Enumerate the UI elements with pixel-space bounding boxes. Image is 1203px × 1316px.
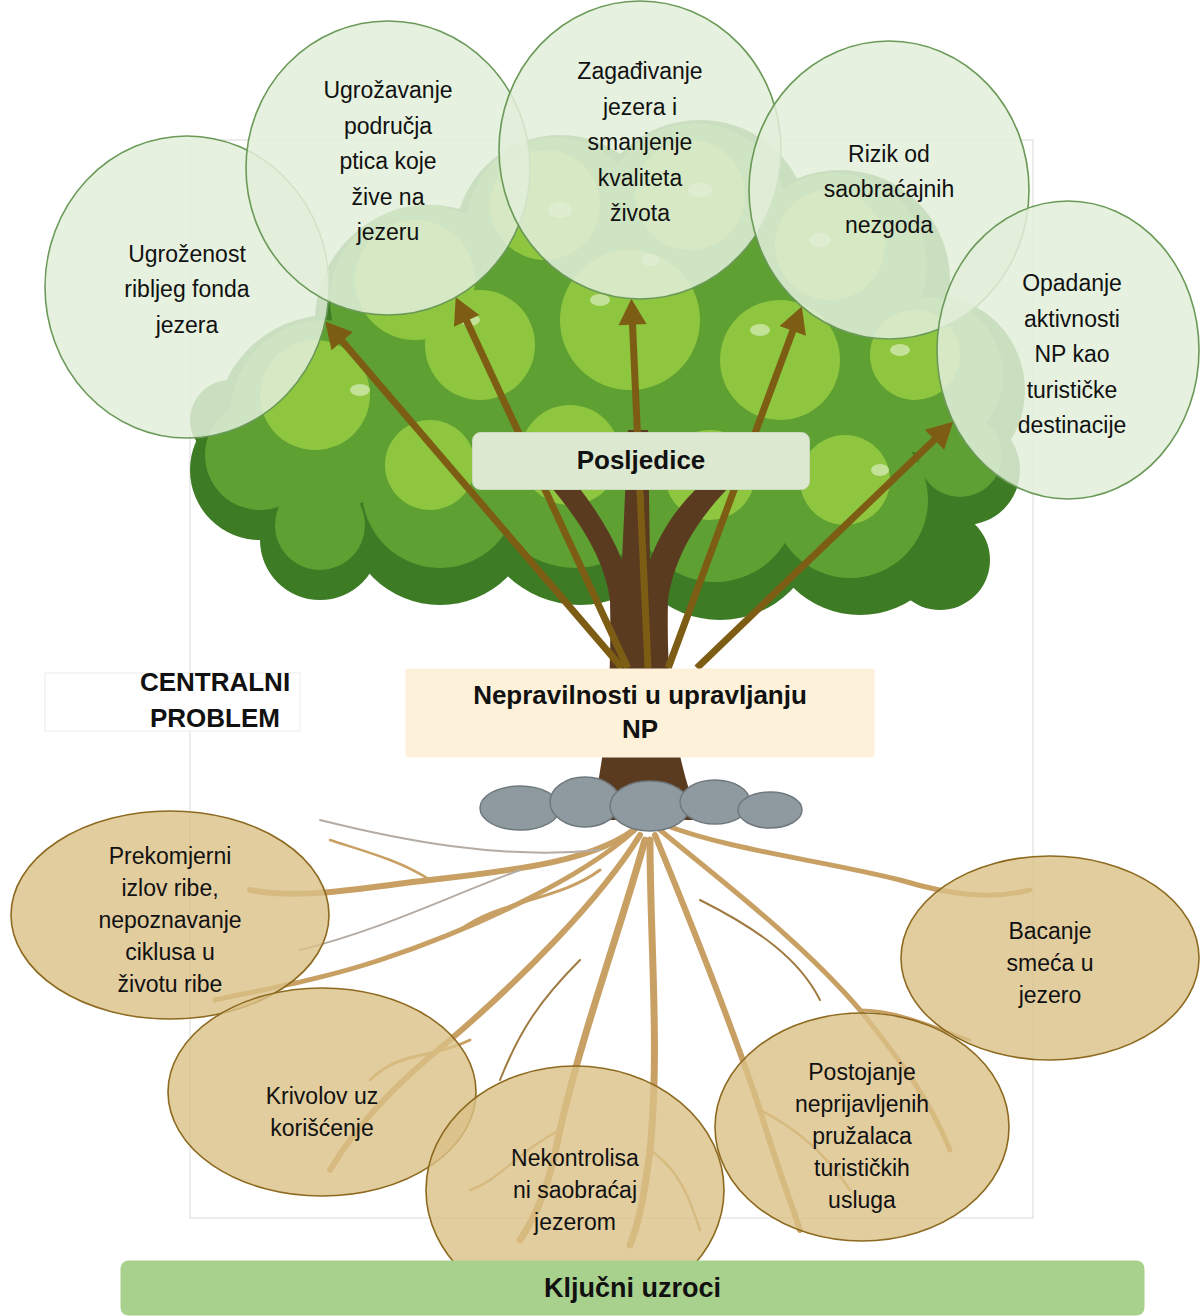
tree-roots: [300, 870, 520, 950]
arrow-line: [341, 340, 622, 668]
node-text: Opadanje aktivnosti NP kao turističke de…: [1012, 266, 1132, 444]
ellipse-outline: [715, 1013, 1009, 1241]
node-text: Nekontrolisa ni saobraćaj jezerom: [505, 1142, 645, 1239]
tree-canopy: [800, 435, 890, 525]
arrow-line: [632, 323, 648, 668]
node-text: Ugrožavanje područja ptica koje žive na …: [320, 73, 456, 251]
tree-canopy: [350, 384, 370, 396]
tree-roots: [700, 900, 820, 1000]
arrow-head: [925, 422, 953, 450]
ellipse-outline: [246, 21, 530, 315]
arrow-head: [780, 307, 806, 336]
node-text: Ključni uzroci: [544, 1272, 721, 1304]
tree-canopy: [750, 324, 770, 336]
consequence-circle: Opadanje aktivnosti NP kao turističke de…: [936, 200, 1200, 500]
box-fill: [473, 433, 810, 490]
heading-bar: Ključni uzroci: [120, 1260, 1145, 1316]
consequence-circle: Zagađivanje jezera i smanjenje kvaliteta…: [498, 0, 782, 300]
tree-roots: [330, 840, 430, 880]
arrow-line: [668, 330, 793, 668]
arrow-head: [454, 297, 479, 326]
cause-circle: Bacanje smeća u jezero: [900, 855, 1200, 1061]
box-fill: [121, 1261, 1145, 1316]
ellipse-outline: [937, 201, 1199, 499]
consequence-circle: Ugrožavanje područja ptica koje žive na …: [245, 20, 531, 316]
tree-roots: [320, 820, 600, 853]
tree-rocks: [680, 780, 750, 824]
box-fill: [406, 669, 875, 758]
tree-rocks: [610, 781, 690, 831]
tree-roots: [460, 870, 600, 930]
tree-canopy: [590, 294, 610, 306]
node-text: Bacanje smeća u jezero: [990, 915, 1110, 1012]
connector-arrow: [325, 321, 622, 668]
tree-rocks: [480, 786, 560, 830]
arrow-line: [466, 319, 628, 668]
tree-rocks: [550, 777, 620, 827]
node-text: Rizik od saobraćajnih nezgoda: [804, 137, 974, 244]
node-text: Ugroženost ribljeg fonda jezera: [112, 237, 262, 344]
section-label: CENTRALNI PROBLEM: [120, 664, 310, 737]
node-text: Nepravilnosti u upravljanju NP: [465, 679, 815, 747]
node-text: Krivolov uz korišćenje: [247, 1080, 397, 1144]
arrow-head: [619, 299, 647, 326]
node-text: Zagađivanje jezera i smanjenje kvaliteta…: [572, 54, 708, 232]
arrow-head: [325, 321, 353, 350]
tree-canopy: [871, 464, 889, 476]
node-text: Posljedice: [577, 445, 706, 476]
ellipse-outline: [901, 856, 1199, 1060]
tree-canopy: [275, 480, 365, 570]
ellipse-outline: [11, 811, 329, 1019]
cause-circle: Prekomjerni izlov ribe, nepoznavanje cik…: [10, 810, 330, 1020]
heading-band: Posljedice: [472, 432, 810, 490]
node-text: Prekomjerni izlov ribe, nepoznavanje cik…: [96, 840, 244, 1001]
tree-rocks: [738, 792, 802, 828]
central-problem-box: Nepravilnosti u upravljanju NP: [405, 668, 875, 758]
tree-canopy: [385, 420, 475, 510]
cause-circle: Postojanje neprijavljenih pružalaca turi…: [714, 1012, 1010, 1242]
ellipse-outline: [499, 1, 781, 299]
tree-roots: [500, 960, 580, 1080]
node-text: Postojanje neprijavljenih pružalaca turi…: [787, 1056, 937, 1217]
tree-canopy: [890, 344, 910, 356]
tree-rocks: [480, 777, 802, 831]
